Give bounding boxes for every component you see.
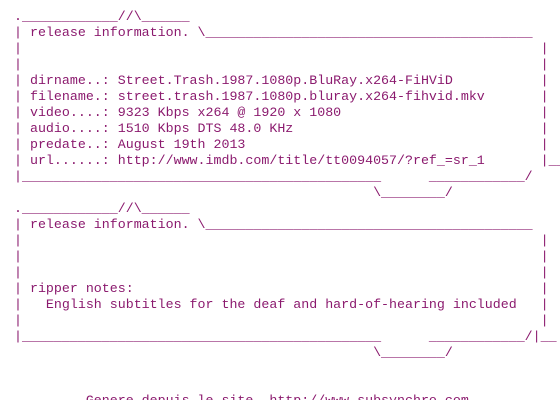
nfo-line: | | <box>14 313 549 328</box>
nfo-line: | predate..: August 19th 2013 | <box>14 137 549 152</box>
nfo-line: \________/ <box>14 345 453 360</box>
nfo-line: | | <box>14 265 549 280</box>
nfo-line: | | <box>14 233 549 248</box>
nfo-line: |_______________________________________… <box>14 169 533 184</box>
nfo-line: | | <box>14 57 549 72</box>
nfo-line: | | <box>14 249 549 264</box>
nfo-line: Genere depuis le site http://www.subsync… <box>14 393 469 400</box>
nfo-line: | dirname..: Street.Trash.1987.1080p.Blu… <box>14 73 549 88</box>
nfo-line: .____________//\______ <box>14 201 190 216</box>
nfo-line: | filename.: street.trash.1987.1080p.blu… <box>14 89 549 104</box>
nfo-line: | release information. \________________… <box>14 25 533 40</box>
nfo-line: | English subtitles for the deaf and har… <box>14 297 549 312</box>
nfo-line: | release information. \________________… <box>14 217 533 232</box>
nfo-line: | url......: http://www.imdb.com/title/t… <box>14 153 560 168</box>
nfo-line: | ripper notes: | <box>14 281 549 296</box>
nfo-line: \________/ <box>14 185 453 200</box>
nfo-line: | video....: 9323 Kbps x264 @ 1920 x 108… <box>14 105 549 120</box>
nfo-line: .____________//\______ <box>14 9 190 24</box>
nfo-line: | audio....: 1510 Kbps DTS 48.0 KHz | <box>14 121 549 136</box>
nfo-line: |_______________________________________… <box>14 329 557 344</box>
nfo-line: | | <box>14 41 549 56</box>
